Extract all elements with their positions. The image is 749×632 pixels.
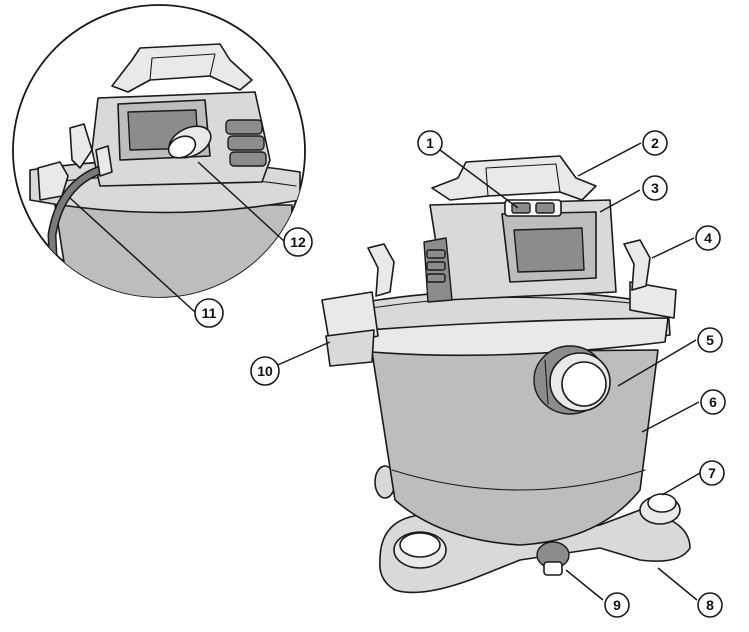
callout-12: 12 [283,227,313,257]
callout-1-label: 1 [426,135,434,151]
hose-inlet [533,345,611,415]
callout-5: 5 [697,327,723,353]
callout-8: 8 [697,592,723,618]
callout-11: 11 [194,298,224,328]
callout-10: 10 [250,356,280,386]
callout-6: 6 [700,389,726,415]
callout-2-label: 2 [651,135,659,151]
rear-detail-inset [12,4,306,298]
callout-6-label: 6 [709,394,717,410]
callout-7-label: 7 [708,465,716,481]
callouts: 1 2 3 4 5 6 7 8 [194,130,726,618]
callout-9: 9 [604,592,630,618]
callout-9-label: 9 [613,597,621,613]
callout-4: 4 [695,225,721,251]
callout-2: 2 [642,130,668,156]
callout-8-label: 8 [706,597,714,613]
callout-4-label: 4 [704,230,712,246]
callout-3: 3 [642,175,668,201]
callout-5-label: 5 [706,332,714,348]
callout-11-label: 11 [202,305,217,321]
callout-3-label: 3 [651,180,659,196]
cord-hooks [367,239,651,297]
callout-7: 7 [699,460,725,486]
leader-lines [69,142,701,601]
motor-head [423,155,617,303]
callout-12-label: 12 [290,234,306,250]
callout-10-label: 10 [257,363,273,379]
wet-dry-vac-illustration [321,155,691,594]
callout-1: 1 [417,130,443,156]
